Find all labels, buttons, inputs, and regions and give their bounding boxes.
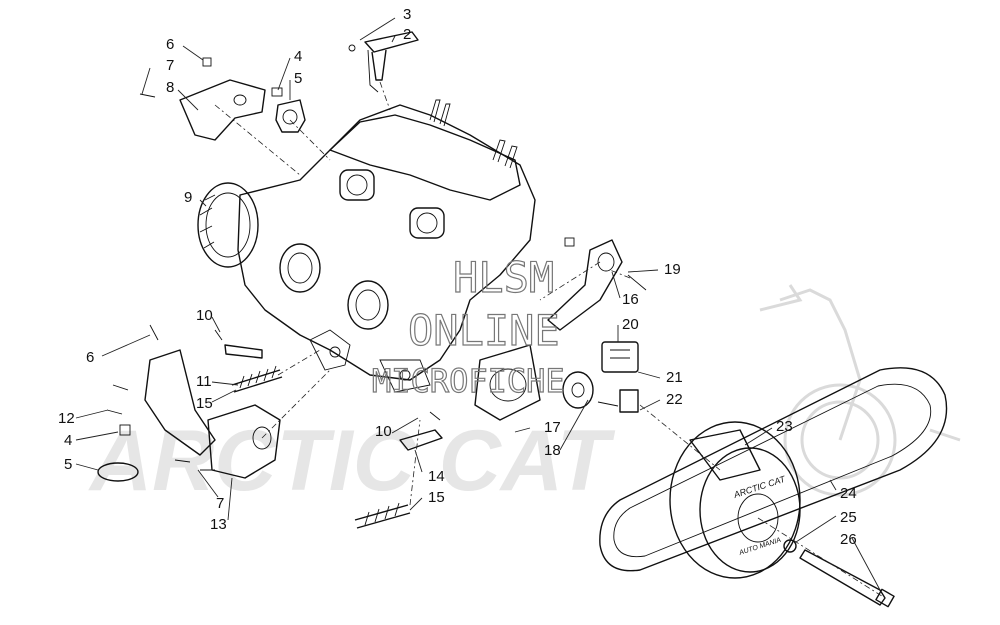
drive-clutch: ARCTIC CAT AUTO MANIA xyxy=(669,421,801,579)
hoses-and-springs xyxy=(214,329,443,529)
callout-14: 14 xyxy=(428,468,445,485)
callout-13: 13 xyxy=(210,516,227,533)
lower-front-mount xyxy=(97,324,281,482)
callout-5: 5 xyxy=(294,70,302,87)
lower-engine-detail xyxy=(309,329,431,393)
watermark-line3: MICROFICHE xyxy=(372,362,565,400)
intake-ports xyxy=(279,243,389,330)
upper-engine-mount xyxy=(139,57,306,141)
magneto-cover xyxy=(197,182,259,268)
callout-11: 11 xyxy=(196,373,212,390)
callout-22: 22 xyxy=(666,391,683,408)
callout-7-lower: 7 xyxy=(216,495,224,512)
callout-5-lower: 5 xyxy=(64,456,72,473)
callout-18: 18 xyxy=(544,442,561,459)
callout-6: 6 xyxy=(166,36,174,53)
callout-17: 17 xyxy=(544,419,561,436)
cylinder-head xyxy=(329,114,521,201)
callout-10-lower: 10 xyxy=(375,423,392,440)
motorcycle-silhouette xyxy=(759,284,961,497)
clutch-brand-text: ARCTIC CAT xyxy=(732,473,788,500)
clutch-bolt xyxy=(783,539,895,608)
callout-23: 23 xyxy=(776,418,793,435)
lift-handle xyxy=(348,31,419,93)
watermark-line1: HLSM xyxy=(453,253,554,302)
callout-8: 8 xyxy=(166,79,174,96)
callout-16: 16 xyxy=(622,291,639,308)
callout-3: 3 xyxy=(403,6,411,23)
water-pump-impeller xyxy=(562,371,594,409)
callout-20: 20 xyxy=(622,316,639,333)
callout-15: 15 xyxy=(196,395,213,412)
callout-26: 26 xyxy=(840,531,857,548)
watermark-brand: ARCTIC CAT xyxy=(88,413,616,509)
callout-19: 19 xyxy=(664,261,681,278)
leader-lines xyxy=(75,17,881,591)
exhaust-gasket xyxy=(474,344,541,421)
drive-belt xyxy=(599,367,948,572)
callout-24: 24 xyxy=(840,485,857,502)
spark-plugs xyxy=(429,99,518,169)
clutch-sub-text: AUTO MANIA xyxy=(738,537,783,557)
centre-lines xyxy=(214,81,886,599)
callout-12: 12 xyxy=(58,410,75,427)
callout-10: 10 xyxy=(196,307,213,324)
crankcase xyxy=(237,104,536,381)
callout-4-lower: 4 xyxy=(64,432,72,449)
callout-7: 7 xyxy=(166,57,174,74)
regulator xyxy=(597,341,639,413)
callout-15-lower: 15 xyxy=(428,489,445,506)
callout-4: 4 xyxy=(294,48,302,65)
callout-25: 25 xyxy=(840,509,857,526)
callout-2: 2 xyxy=(403,26,411,43)
exhaust-ports xyxy=(339,169,445,239)
hlsm-watermark: HLSM ONLINE MICROFICHE xyxy=(371,252,565,400)
engine-assembly xyxy=(197,99,536,393)
watermark-line2: ONLINE xyxy=(408,306,560,355)
callout-6-lower: 6 xyxy=(86,349,94,366)
callouts: 3 2 6 7 8 4 5 9 19 16 20 10 6 11 15 12 4… xyxy=(58,6,857,548)
callout-21: 21 xyxy=(666,369,683,386)
rear-mount xyxy=(547,237,647,331)
callout-9: 9 xyxy=(184,189,192,206)
